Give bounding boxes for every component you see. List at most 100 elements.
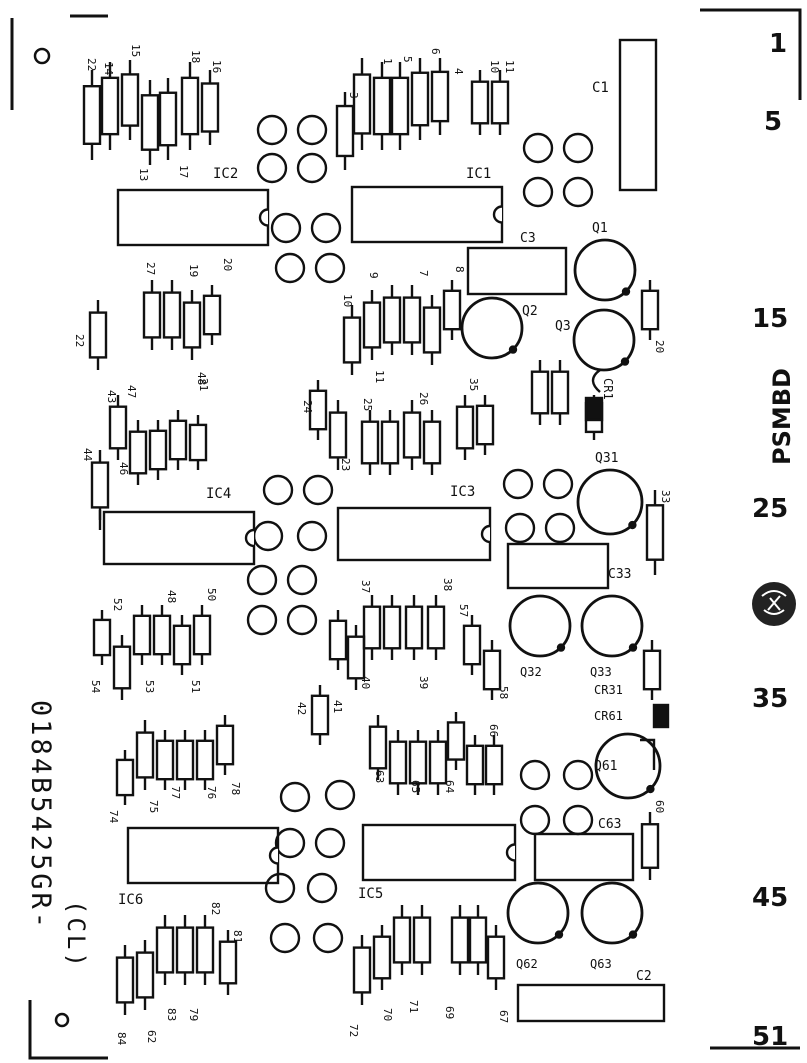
resistor bbox=[135, 731, 155, 779]
transistor-q62-tab bbox=[554, 930, 564, 939]
pad bbox=[310, 212, 342, 244]
resistor-label: 9 bbox=[367, 272, 380, 279]
pad bbox=[270, 212, 302, 244]
resistor bbox=[482, 649, 502, 691]
pad bbox=[502, 468, 534, 500]
ic4-notch bbox=[244, 528, 255, 548]
resistor bbox=[195, 926, 215, 974]
resistor bbox=[128, 430, 148, 475]
pad bbox=[296, 520, 328, 552]
pad bbox=[522, 132, 554, 164]
ic-label-ic5: IC5 bbox=[358, 886, 383, 902]
diode-label-cr1: CR1 bbox=[601, 378, 615, 400]
resistor-label: 76 bbox=[205, 786, 218, 799]
trace bbox=[640, 738, 656, 770]
resistor bbox=[428, 740, 448, 785]
resistor bbox=[362, 301, 382, 349]
resistor-label: 22 bbox=[73, 334, 86, 347]
resistor bbox=[215, 724, 235, 766]
resistor bbox=[388, 740, 408, 785]
pad bbox=[504, 512, 536, 544]
transistor-label-q2: Q2 bbox=[522, 304, 538, 319]
resistor-label: 64 bbox=[443, 780, 456, 794]
transistor-q32-tab bbox=[556, 643, 566, 652]
pad bbox=[306, 872, 338, 904]
ic3 bbox=[336, 506, 492, 562]
mounting-hole-top bbox=[33, 47, 51, 65]
ic1 bbox=[350, 185, 504, 244]
resistor-label: 35 bbox=[467, 378, 480, 391]
edge-pin-45: 45 bbox=[752, 883, 788, 913]
resistor-label: 60 bbox=[653, 800, 666, 813]
transistor-q61-tab bbox=[646, 784, 655, 794]
ic5 bbox=[361, 823, 517, 882]
pad bbox=[522, 176, 554, 208]
capacitor-label-c3: C3 bbox=[520, 231, 536, 246]
capacitor-label-c1: C1 bbox=[592, 80, 609, 96]
ic-label-ic2: IC2 bbox=[213, 166, 238, 182]
resistor-label: 5 bbox=[401, 56, 414, 63]
transistor-q33-tab bbox=[628, 643, 638, 652]
resistor bbox=[200, 82, 220, 133]
ic6 bbox=[126, 826, 280, 885]
pad bbox=[324, 779, 356, 811]
resistor bbox=[175, 926, 195, 974]
resistor bbox=[642, 649, 662, 691]
resistor-label: 24 bbox=[301, 400, 314, 414]
resistor-label: 72 bbox=[347, 1024, 360, 1037]
resistor-label: 38 bbox=[441, 578, 454, 591]
capacitor-c33 bbox=[506, 542, 610, 590]
resistor bbox=[328, 411, 348, 459]
resistor-label: 42 bbox=[295, 702, 308, 715]
pad bbox=[246, 604, 278, 636]
resistor-label: 77 bbox=[169, 786, 182, 799]
resistor bbox=[404, 605, 424, 650]
pad bbox=[314, 252, 346, 284]
resistor bbox=[168, 419, 188, 461]
resistor-label: 17 bbox=[177, 165, 190, 178]
resistor-label: 48 bbox=[165, 590, 178, 603]
resistor bbox=[484, 744, 504, 786]
resistor bbox=[310, 694, 330, 736]
resistor-label: 27 bbox=[144, 262, 157, 275]
resistor bbox=[410, 71, 430, 127]
resistor bbox=[308, 389, 328, 431]
resistor-label: 20 bbox=[221, 258, 234, 271]
board-title: PSMBD bbox=[768, 368, 796, 465]
resistor bbox=[142, 291, 162, 339]
transistor-q2 bbox=[460, 296, 524, 360]
pad bbox=[256, 114, 288, 146]
diode-cr1 bbox=[584, 396, 604, 422]
resistor bbox=[475, 404, 495, 446]
resistor bbox=[328, 619, 348, 661]
resistor bbox=[640, 289, 660, 331]
resistor bbox=[352, 946, 372, 994]
pad bbox=[314, 827, 346, 859]
resistor bbox=[88, 311, 108, 359]
resistor-label: 13 bbox=[137, 168, 150, 181]
resistor bbox=[430, 70, 450, 123]
resistor-label: 71 bbox=[407, 1000, 420, 1013]
resistor bbox=[392, 916, 412, 964]
resistor-label: 44 bbox=[81, 448, 94, 462]
transistor-q2-tab bbox=[508, 345, 518, 354]
resistor bbox=[352, 73, 372, 135]
resistor bbox=[402, 296, 422, 344]
transistor-q31 bbox=[576, 468, 644, 536]
resistor bbox=[172, 624, 192, 666]
trace bbox=[591, 369, 601, 393]
resistor-label: 15 bbox=[129, 44, 142, 57]
resistor bbox=[115, 956, 135, 1004]
transistor-q62 bbox=[506, 881, 570, 945]
resistor-label: 8 bbox=[453, 266, 466, 273]
pad bbox=[274, 827, 306, 859]
pad bbox=[279, 781, 311, 813]
resistor bbox=[195, 739, 215, 781]
resistor bbox=[188, 423, 208, 462]
pad bbox=[286, 564, 318, 596]
resistor-label: 16 bbox=[210, 60, 223, 73]
resistor-label: 25 bbox=[361, 398, 374, 411]
transistor-q1 bbox=[573, 238, 637, 302]
transistor-q61 bbox=[594, 732, 662, 800]
